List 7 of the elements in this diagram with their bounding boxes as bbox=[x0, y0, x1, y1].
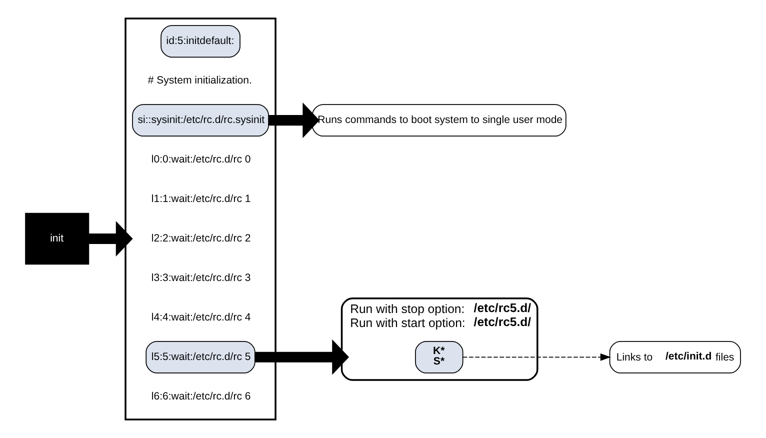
node-text: l4:4:wait:/etc/rc.d/rc 4 bbox=[151, 311, 251, 324]
node-text: l2:2:wait:/etc/rc.d/rc 2 bbox=[151, 232, 251, 244]
node-text: l3:3:wait:/etc/rc.d/rc 3 bbox=[151, 272, 251, 284]
node-text: l0:0:wait:/etc/rc.d/rc 0 bbox=[151, 154, 251, 166]
node-text: l6:6:wait:/etc/rc.d/rc 6 bbox=[151, 390, 251, 402]
node-text: # System initialization. bbox=[148, 74, 252, 87]
node-text: l1:1:wait:/etc/rc.d/rc 1 bbox=[151, 192, 251, 205]
